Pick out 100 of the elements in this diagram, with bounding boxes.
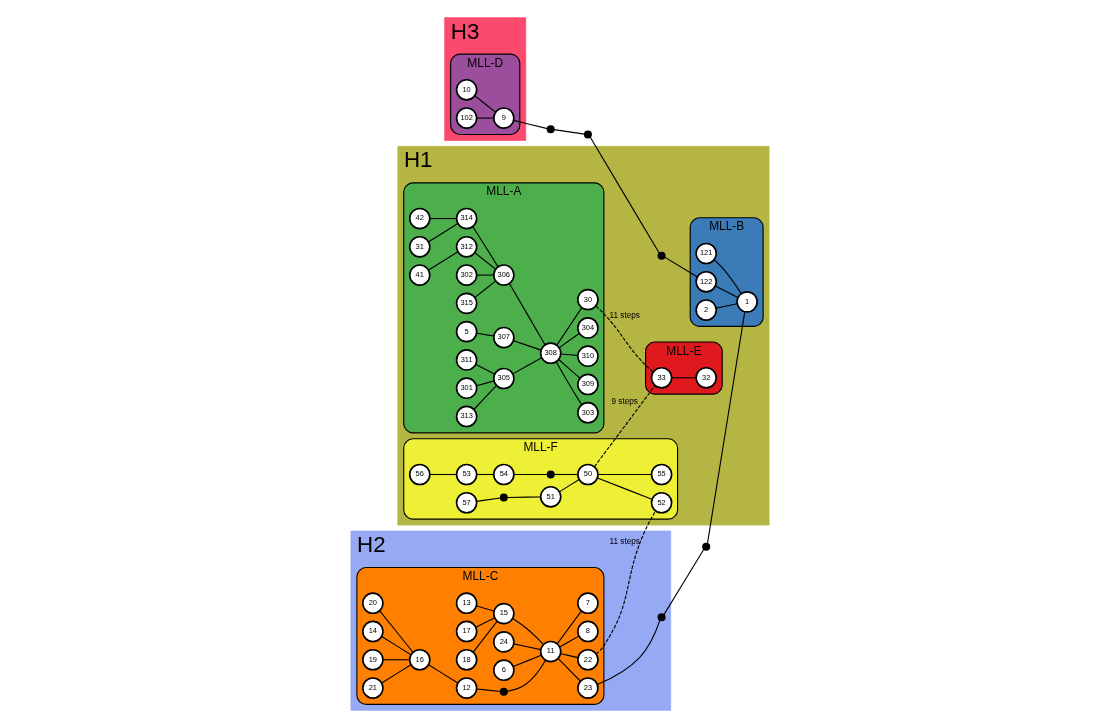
connector bbox=[427, 664, 458, 684]
connector bbox=[593, 384, 656, 468]
connector bbox=[556, 610, 582, 645]
connector bbox=[557, 359, 580, 379]
connector bbox=[559, 353, 578, 356]
connector bbox=[475, 117, 494, 119]
node-circle: 14 bbox=[361, 620, 384, 643]
connector bbox=[512, 340, 542, 351]
connector bbox=[663, 256, 698, 278]
connector bbox=[380, 664, 411, 684]
connector bbox=[428, 218, 457, 220]
node-circle: 50 bbox=[576, 463, 599, 486]
connector bbox=[706, 311, 745, 545]
node-circle bbox=[701, 542, 710, 551]
connector bbox=[589, 136, 660, 254]
node-circle: 31 bbox=[408, 235, 431, 258]
node-circle: 5 bbox=[455, 320, 477, 343]
node-circle: 303 bbox=[576, 401, 599, 424]
connector bbox=[552, 473, 578, 476]
node-circle: 308 bbox=[539, 342, 562, 365]
connector bbox=[427, 251, 458, 271]
node-circle: 314 bbox=[455, 207, 477, 230]
node-circle: 102 bbox=[455, 107, 477, 129]
connector bbox=[512, 119, 548, 130]
node-circle: 11 bbox=[539, 640, 562, 663]
edge-label: 9 steps bbox=[611, 396, 638, 406]
node-circle: 33 bbox=[650, 366, 672, 389]
edge-label: 11 steps bbox=[609, 311, 640, 321]
connector bbox=[475, 332, 494, 337]
edge-label: 11 steps bbox=[609, 536, 640, 546]
connector bbox=[512, 643, 541, 651]
node-circle bbox=[499, 687, 508, 696]
node-circle: 311 bbox=[455, 349, 477, 371]
connector bbox=[597, 473, 652, 476]
node-circle bbox=[583, 130, 592, 139]
node-circle: 21 bbox=[361, 677, 384, 699]
node-circle: 312 bbox=[455, 235, 477, 258]
connector bbox=[378, 610, 414, 653]
connector bbox=[558, 635, 579, 648]
connector bbox=[473, 252, 496, 270]
node-circle: 309 bbox=[576, 373, 599, 396]
node-circle: 313 bbox=[455, 405, 477, 428]
node-circle: 16 bbox=[408, 648, 431, 671]
node-circle bbox=[657, 251, 666, 260]
connector bbox=[557, 658, 581, 682]
connector bbox=[474, 617, 495, 628]
node-circle: 57 bbox=[455, 491, 477, 514]
node-circle: 32 bbox=[694, 366, 717, 389]
connector bbox=[714, 285, 738, 299]
connector bbox=[511, 617, 544, 646]
connector bbox=[427, 223, 458, 243]
connector bbox=[552, 129, 585, 135]
node-circle: 41 bbox=[408, 264, 431, 286]
node-circle: 121 bbox=[694, 242, 717, 265]
node-circle: 7 bbox=[576, 592, 599, 615]
connector bbox=[670, 377, 697, 379]
node-circle: 9 bbox=[492, 107, 515, 129]
node-circle: 53 bbox=[455, 463, 477, 486]
node-circle: 307 bbox=[492, 326, 515, 349]
connector bbox=[475, 380, 494, 387]
connector bbox=[558, 478, 580, 493]
connector bbox=[555, 361, 582, 406]
node-circle: 22 bbox=[576, 648, 599, 671]
connector bbox=[475, 497, 501, 502]
node-circle: 54 bbox=[492, 463, 515, 486]
connector bbox=[471, 226, 498, 268]
node-circle: 302 bbox=[455, 264, 477, 286]
node-circle: 305 bbox=[492, 367, 515, 390]
node-circle: 30 bbox=[576, 288, 599, 311]
node-circle: 8 bbox=[576, 620, 599, 643]
connector bbox=[380, 635, 411, 656]
connector bbox=[595, 510, 656, 655]
node-circle: 24 bbox=[492, 631, 515, 653]
connector bbox=[473, 95, 496, 113]
connector bbox=[511, 357, 542, 375]
node-circle: 315 bbox=[455, 292, 477, 315]
node-circle: 20 bbox=[361, 592, 384, 615]
connector bbox=[594, 305, 654, 373]
node-circle: 13 bbox=[455, 592, 477, 615]
connector bbox=[512, 654, 542, 668]
connector bbox=[475, 605, 494, 612]
node-circle: 6 bbox=[492, 659, 515, 682]
connector bbox=[713, 259, 742, 295]
node-circle: 304 bbox=[576, 317, 599, 339]
connector bbox=[596, 477, 652, 500]
connector bbox=[473, 280, 496, 298]
node-circle: 1 bbox=[735, 291, 758, 313]
connector bbox=[428, 473, 457, 476]
connector bbox=[512, 473, 548, 476]
connector bbox=[472, 385, 497, 411]
connector bbox=[472, 620, 498, 653]
connector bbox=[662, 548, 705, 616]
node-circle: 301 bbox=[455, 377, 477, 400]
connector bbox=[715, 303, 738, 309]
node-circle: 23 bbox=[576, 677, 599, 699]
connector bbox=[506, 659, 546, 692]
node-circle: 56 bbox=[408, 463, 431, 486]
node-circle: 17 bbox=[455, 620, 477, 643]
node-circle bbox=[546, 125, 555, 134]
node-circle: 52 bbox=[650, 491, 672, 514]
